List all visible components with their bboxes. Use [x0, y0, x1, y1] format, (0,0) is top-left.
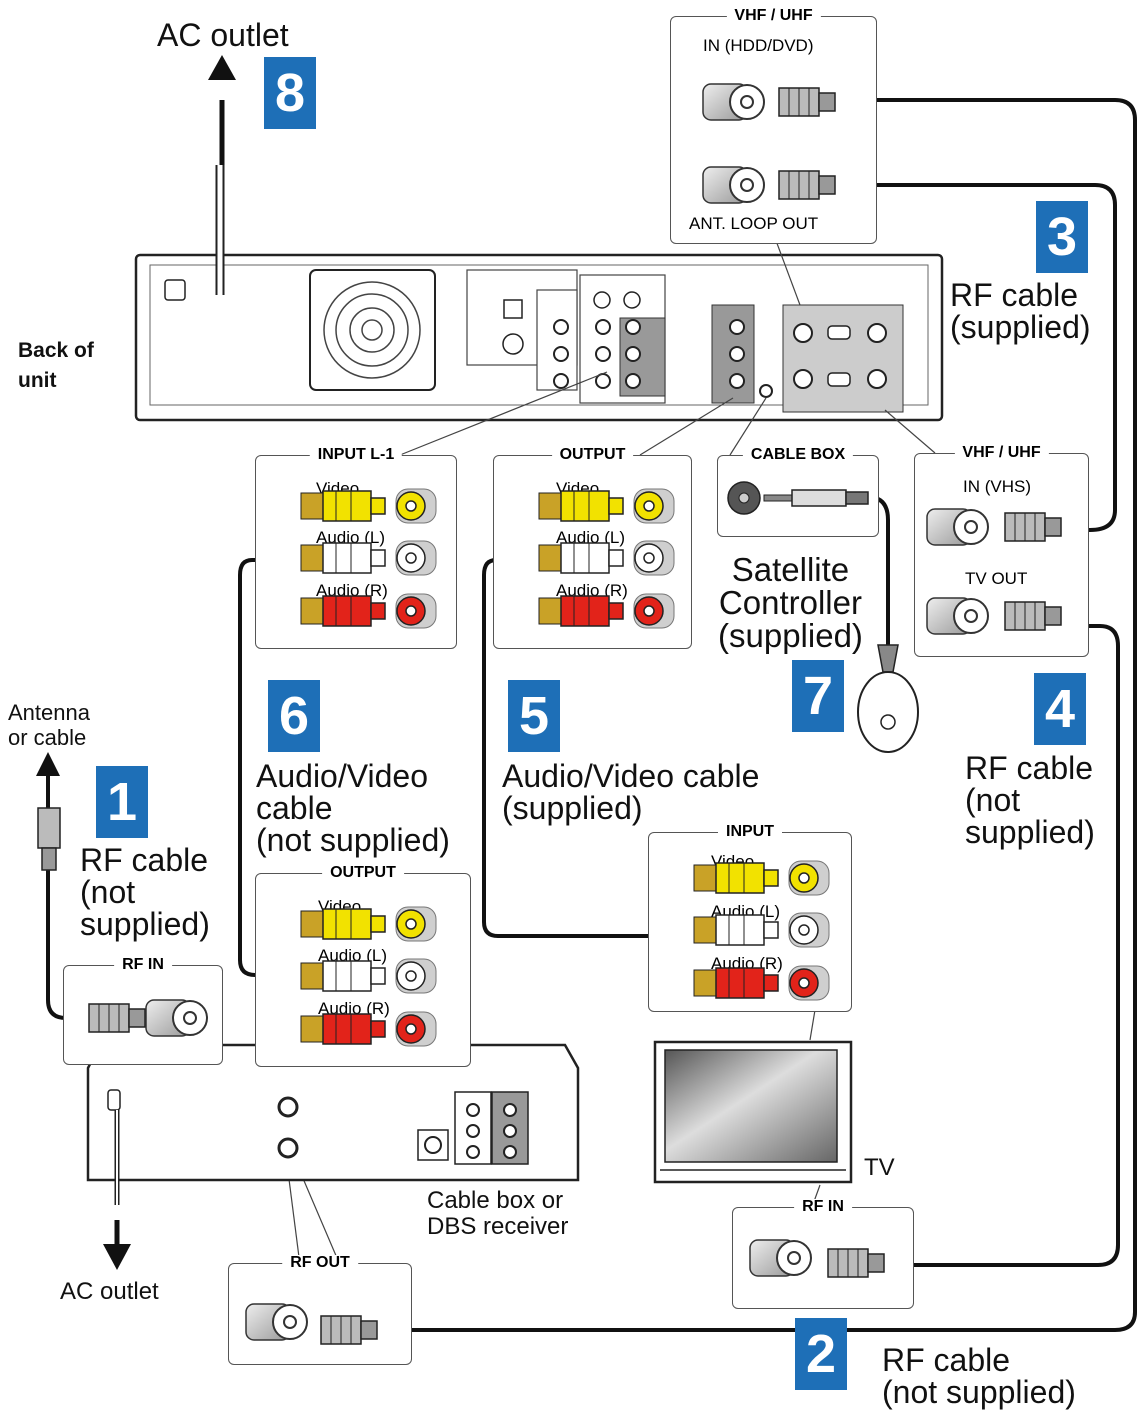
step-text-6: Audio/Video cable (not supplied)	[256, 758, 450, 858]
step-badge-3: 3	[1036, 201, 1088, 273]
step-text-1: RF cable (not supplied)	[80, 842, 210, 942]
step-badge-7: 7	[792, 660, 844, 732]
panel-rf-in-tv: RF IN	[732, 1199, 914, 1309]
cable-box-minijack	[727, 481, 869, 515]
panel-vhf-uhf-right-jacks	[926, 508, 1062, 635]
rca-plug-video	[300, 488, 437, 524]
rca-set-output-box	[300, 906, 437, 1047]
label-audio-l: Audio (L)	[316, 528, 385, 547]
panel-rf-in-box-title: RF IN	[114, 957, 172, 973]
panel-output-unit: OUTPUT Video Audio (L) Audio (R)	[493, 447, 692, 649]
label-back-of-unit: Back of unit	[18, 339, 94, 393]
step-text-3: RF cable (supplied)	[950, 277, 1091, 345]
step-badge-4: 4	[1034, 673, 1086, 745]
step-badge-5: 5	[508, 680, 560, 752]
rca-plug-audio-r	[693, 965, 830, 1001]
label-in-vhs: IN (VHS)	[963, 477, 1031, 496]
label-in-hdd-dvd: IN (HDD/DVD)	[703, 36, 814, 55]
label-audio-l: Audio (L)	[318, 946, 387, 965]
rca-plug-audio-r	[538, 593, 675, 629]
panel-output-box: OUTPUT Video Audio (L) Audio (R)	[255, 865, 471, 1067]
panel-output-unit-title: OUTPUT	[551, 447, 634, 463]
label-ac-outlet-top: AC outlet	[157, 17, 289, 53]
label-cable-box: Cable box or DBS receiver	[427, 1187, 569, 1241]
panel-rf-in-box: RF IN	[63, 957, 223, 1065]
rca-plug-audio-r	[300, 1011, 437, 1047]
panel-input-l1-title: INPUT L-1	[309, 447, 403, 463]
ac-cord-top	[208, 55, 236, 295]
step-badge-2: 2	[795, 1318, 847, 1390]
panel-rf-in-tv-title: RF IN	[794, 1199, 852, 1215]
label-audio-r: Audio (R)	[556, 581, 628, 600]
rf-out-box-connector	[245, 1303, 378, 1345]
panel-cable-box-jack: CABLE BOX	[717, 447, 879, 537]
rf-cables	[46, 98, 1137, 1332]
step-badge-8: 8	[264, 57, 316, 129]
tv-device	[653, 1040, 853, 1184]
main-unit-back	[134, 253, 944, 422]
rca-plug-video	[300, 906, 437, 942]
panel-input-tv: INPUT Video Audio (L) Audio (R)	[648, 824, 852, 1012]
label-satellite-controller: Satellite Controller (supplied)	[718, 551, 863, 654]
label-tv: TV	[864, 1154, 895, 1181]
panel-vhf-uhf-right-title: VHF / UHF	[954, 445, 1049, 461]
label-tv-out: TV OUT	[965, 569, 1028, 588]
label-antenna: Antenna or cable	[8, 700, 90, 751]
step-text-2: RF cable (not supplied)	[882, 1342, 1076, 1410]
rca-plug-audio-l	[300, 958, 437, 994]
rca-plug-audio-l	[538, 540, 675, 576]
rca-set-input-tv	[693, 860, 830, 1001]
panel-rf-out-box: RF OUT	[228, 1255, 412, 1365]
label-audio-r: Audio (R)	[318, 999, 390, 1018]
label-ac-outlet-bottom: AC outlet	[60, 1278, 159, 1305]
panel-input-tv-title: INPUT	[718, 824, 782, 840]
rca-plug-audio-l	[693, 912, 830, 948]
rca-plug-video	[693, 860, 830, 896]
step-text-4: RF cable (not supplied)	[965, 750, 1095, 850]
step-text-5: Audio/Video cable (supplied)	[502, 758, 760, 826]
rca-plug-audio-l	[300, 540, 437, 576]
panel-rf-out-box-title: RF OUT	[282, 1255, 358, 1271]
panel-vhf-uhf-top: VHF / UHF IN (HDD/DVD) ANT. LOOP OUT	[670, 8, 877, 244]
rca-set-input-l1	[300, 488, 437, 629]
rca-plug-audio-r	[300, 593, 437, 629]
label-audio-l: Audio (L)	[556, 528, 625, 547]
rf-in-tv-connector	[749, 1239, 885, 1278]
panel-output-box-title: OUTPUT	[322, 865, 404, 881]
rca-plug-video	[538, 488, 675, 524]
rca-set-output-unit	[538, 488, 675, 629]
label-ant-loop-out: ANT. LOOP OUT	[689, 214, 819, 233]
label-audio-r: Audio (R)	[316, 581, 388, 600]
panel-input-l1: INPUT L-1 Video Audio (L) Audio (R)	[255, 447, 457, 649]
panel-cable-box-title: CABLE BOX	[742, 447, 854, 463]
panel-vhf-uhf-right: VHF / UHF IN (VHS) TV OUT	[914, 445, 1089, 657]
panel-vhf-uhf-top-jacks	[702, 83, 836, 204]
panel-vhf-uhf-top-title: VHF / UHF	[726, 8, 821, 24]
step-badge-6: 6	[268, 680, 320, 752]
step-badge-1: 1	[96, 766, 148, 838]
antenna-input-graphic	[36, 752, 61, 871]
rf-in-box-connector	[88, 999, 208, 1037]
cable-box-device	[86, 1043, 580, 1270]
